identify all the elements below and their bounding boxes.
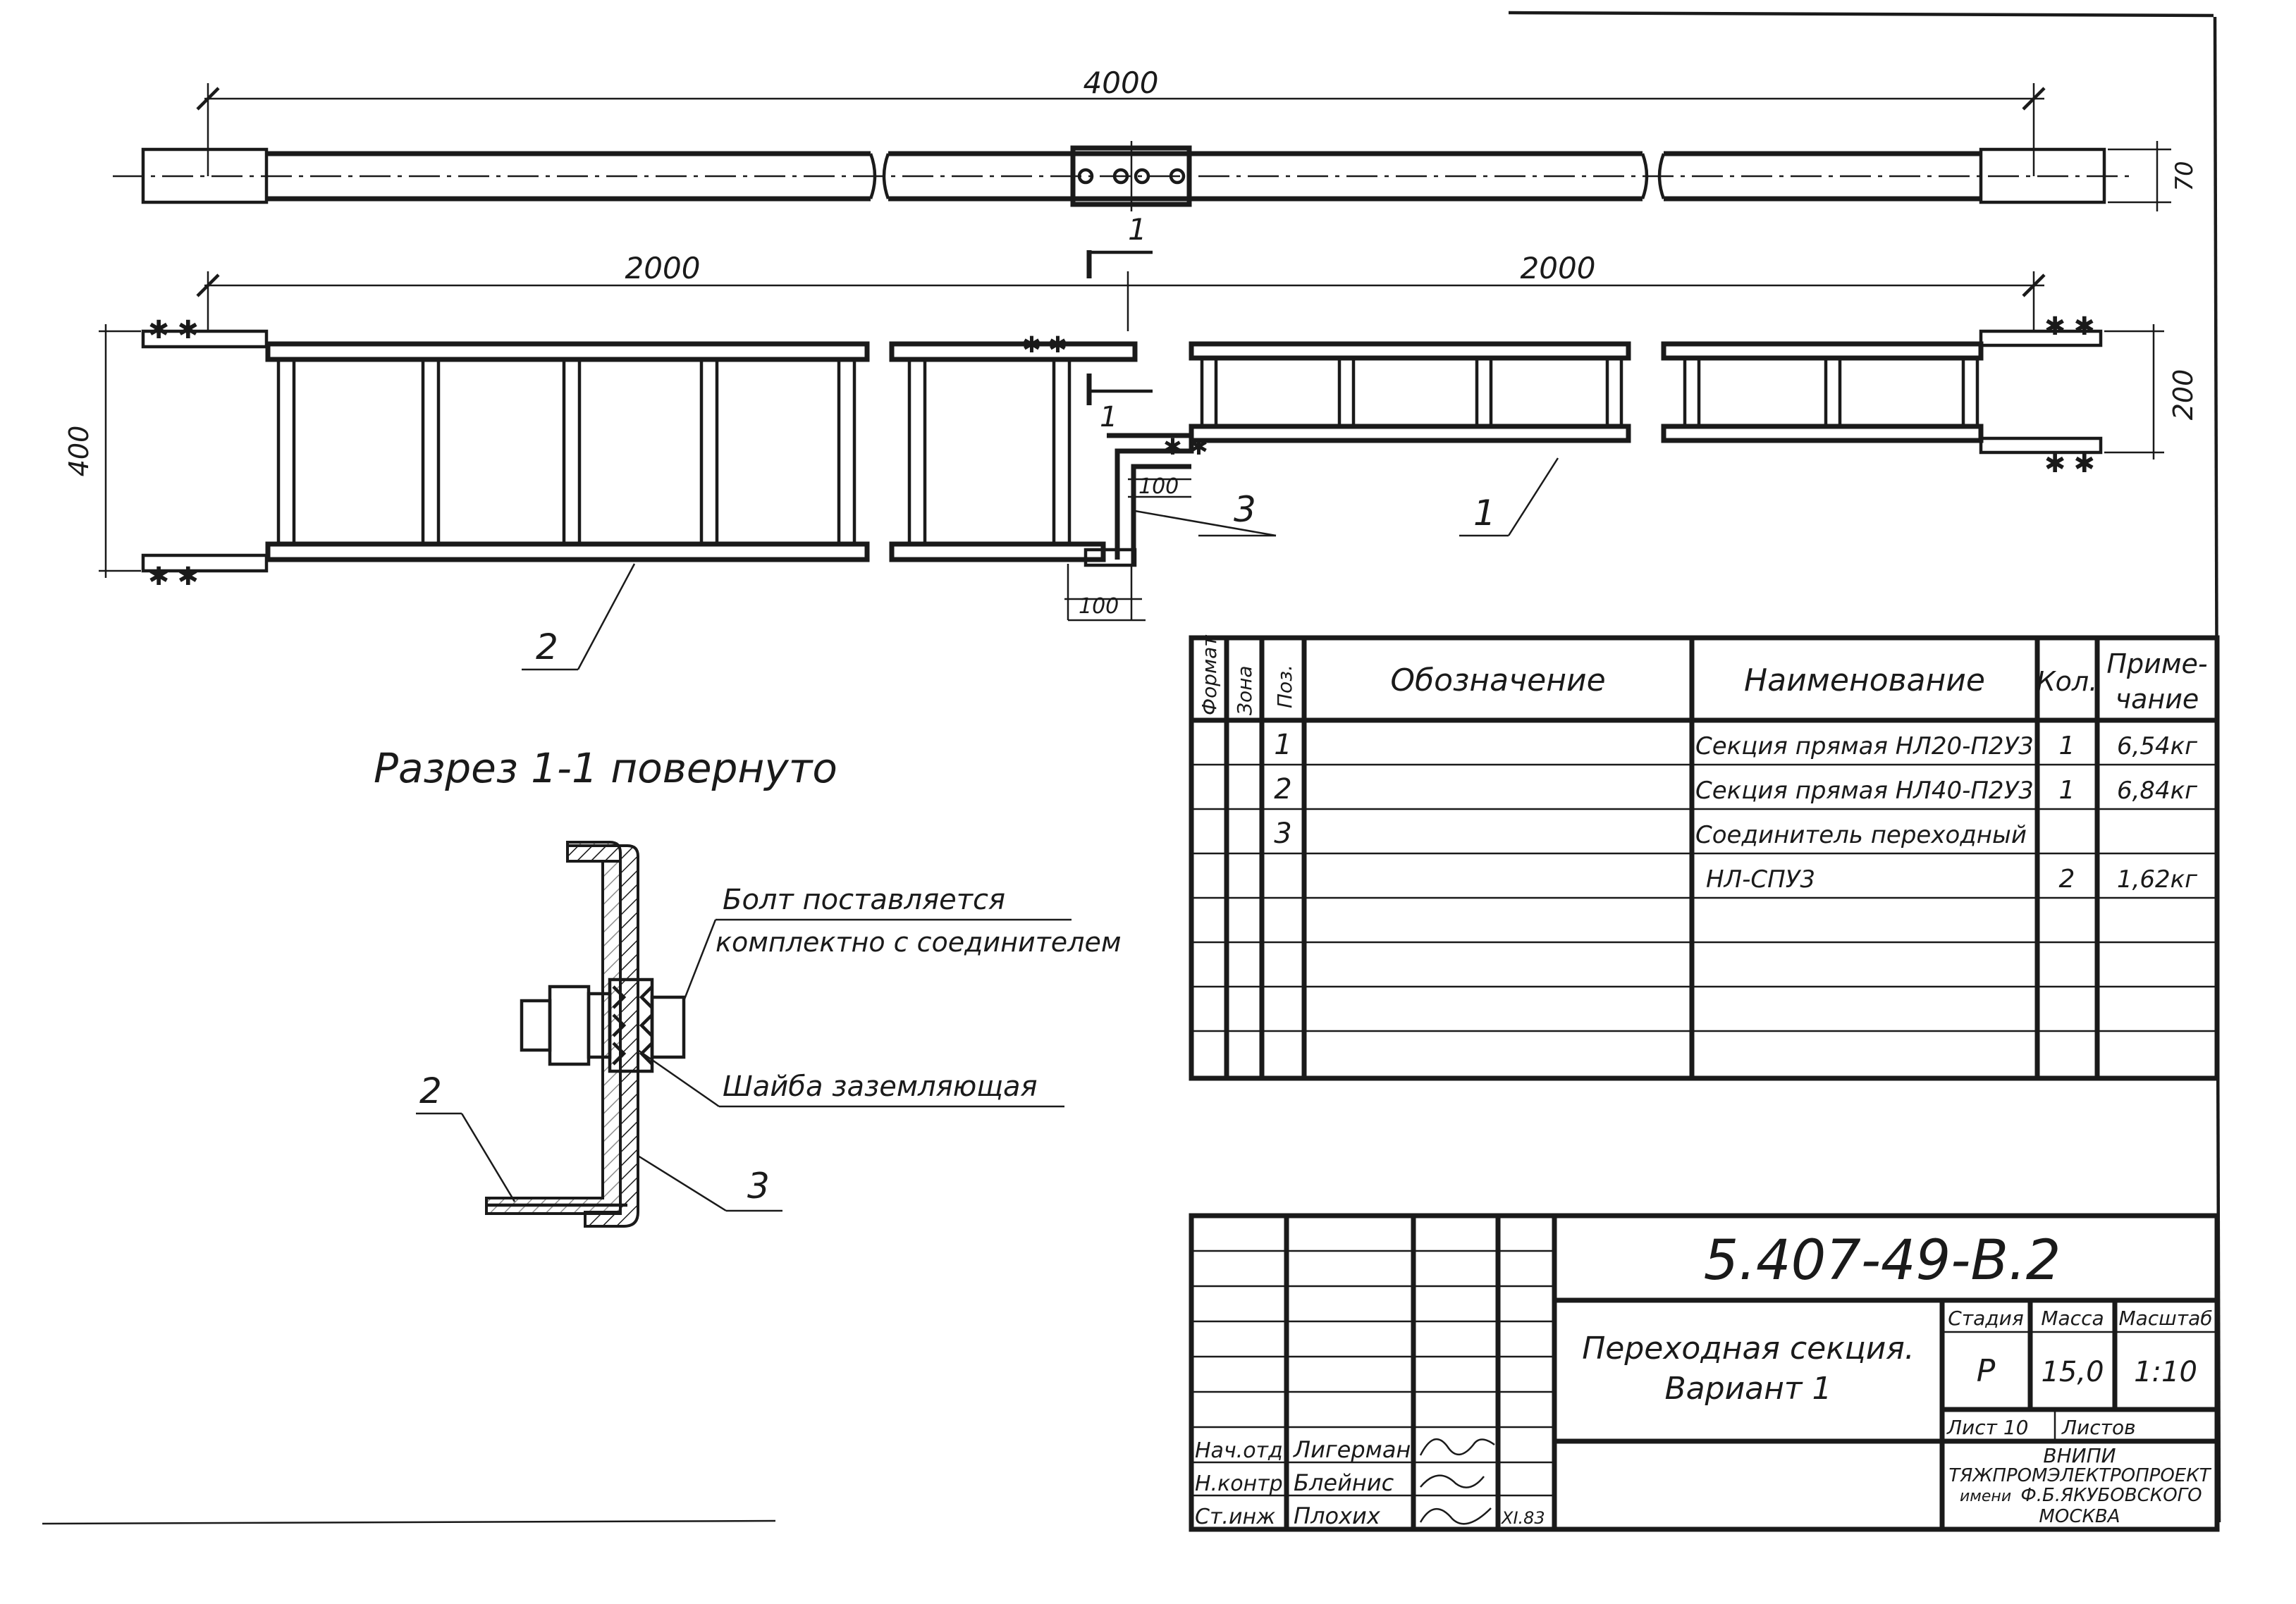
dim-width-wide: 400 xyxy=(63,426,94,477)
svg-text:Ст.инж: Ст.инж xyxy=(1195,1505,1275,1529)
table-row: 2 Секция прямая НЛ40-П2У3 1 6,84кг xyxy=(1274,773,2198,806)
table-row: 1 Секция прямая НЛ20-П2У3 1 6,54кг xyxy=(1274,729,2198,761)
title-block: Нач.отд. Лигерман Н.контр. Блейнис Ст.ин… xyxy=(1189,1213,2220,1532)
hdr-name: Наименование xyxy=(1744,662,1985,698)
section-mark-top: 1 xyxy=(1128,212,1147,247)
svg-text:МОСКВА: МОСКВА xyxy=(2039,1506,2120,1527)
svg-text:НЛ-СПУ3: НЛ-СПУ3 xyxy=(1706,865,1815,894)
svg-text:2: 2 xyxy=(2059,865,2075,894)
svg-text:Блейнис: Блейнис xyxy=(1294,1469,1394,1496)
callout-pos3: 3 xyxy=(1234,489,1256,530)
svg-text:1: 1 xyxy=(1274,729,1291,761)
svg-text:Ф.Б.ЯКУБОВСКОГО: Ф.Б.ЯКУБОВСКОГО xyxy=(2020,1485,2202,1506)
svg-text:✱ ✱: ✱ ✱ xyxy=(148,316,199,345)
hdr-format: Формат xyxy=(1198,635,1221,715)
svg-text:Секция прямая НЛ20-П2У3: Секция прямая НЛ20-П2У3 xyxy=(1695,732,2034,760)
svg-text:Плохих: Плохих xyxy=(1294,1503,1381,1529)
spec-table: Формат Зона Поз. Обозначение Наименовани… xyxy=(1189,635,2220,1081)
callout-pos2: 2 xyxy=(536,627,558,667)
doc-number: 5.407-49-В.2 xyxy=(1704,1229,2061,1293)
section-callout-pos3: 3 xyxy=(747,1166,770,1207)
dim-overall-length: 4000 xyxy=(1083,66,1159,100)
washer-note: Шайба заземляющая xyxy=(723,1071,1038,1103)
svg-text:6,84кг: 6,84кг xyxy=(2117,777,2198,805)
svg-text:✱ ✱: ✱ ✱ xyxy=(2044,450,2095,479)
svg-text:1:10: 1:10 xyxy=(2134,1356,2197,1388)
svg-text:✱ ✱: ✱ ✱ xyxy=(1163,433,1208,460)
svg-text:Масса: Масса xyxy=(2041,1307,2104,1330)
svg-text:Лист 10: Лист 10 xyxy=(1946,1416,2029,1439)
drawing-title-1: Переходная секция. xyxy=(1582,1331,1915,1367)
hdr-note-1: Приме- xyxy=(2106,648,2207,679)
svg-text:XI.83: XI.83 xyxy=(1500,1508,1545,1528)
bolt-note-line1: Болт поставляется xyxy=(723,884,1005,916)
svg-text:1: 1 xyxy=(2059,776,2075,805)
section-view: Разрез 1-1 повернуто Болт поставляется к… xyxy=(374,744,1122,1228)
svg-text:Стадия: Стадия xyxy=(1948,1307,2023,1330)
hdr-qty: Кол. xyxy=(2037,666,2098,697)
svg-text:имени: имени xyxy=(1960,1488,2011,1505)
svg-text:Нач.отд.: Нач.отд. xyxy=(1195,1438,1289,1463)
svg-text:✱ ✱: ✱ ✱ xyxy=(148,562,199,591)
svg-text:15,0: 15,0 xyxy=(2041,1356,2104,1388)
svg-text:3: 3 xyxy=(1274,818,1291,850)
svg-text:✱ ✱: ✱ ✱ xyxy=(1022,331,1067,358)
svg-text:Масштаб: Масштаб xyxy=(2118,1307,2212,1330)
svg-text:Секция прямая НЛ40-П2У3: Секция прямая НЛ40-П2У3 xyxy=(1695,777,2034,805)
drawing-title-2: Вариант 1 xyxy=(1664,1371,1831,1407)
svg-text:1,62кг: 1,62кг xyxy=(2117,865,2198,894)
hdr-designation: Обозначение xyxy=(1390,662,1605,698)
svg-text:Р: Р xyxy=(1977,1353,1996,1389)
dim-offset-a: 100 xyxy=(1138,474,1179,499)
section-title: Разрез 1-1 повернуто xyxy=(374,744,837,792)
svg-text:2: 2 xyxy=(1274,773,1291,806)
svg-text:Листов: Листов xyxy=(2061,1416,2136,1439)
svg-text:ВНИПИ: ВНИПИ xyxy=(2043,1444,2116,1467)
svg-text:ТЯЖПРОМЭЛЕКТРОПРОЕКТ: ТЯЖПРОМЭЛЕКТРОПРОЕКТ xyxy=(1948,1465,2211,1486)
hdr-zone: Зона xyxy=(1233,665,1256,715)
dim-half-right: 2000 xyxy=(1521,251,1596,285)
bolt-note-line2: комплектно с соединителем xyxy=(716,927,1122,958)
svg-text:Лигерман: Лигерман xyxy=(1293,1436,1411,1463)
dim-half-left: 2000 xyxy=(625,251,701,285)
table-row: НЛ-СПУ3 2 1,62кг xyxy=(1706,865,2198,894)
dim-width-narrow: 200 xyxy=(2168,369,2199,421)
callout-pos1: 1 xyxy=(1473,493,1496,533)
top-view-tray: 4000 70 1 xyxy=(113,66,2199,278)
svg-text:✱ ✱: ✱ ✱ xyxy=(2044,312,2095,341)
dim-offset-b: 100 xyxy=(1079,594,1119,619)
hdr-note-2: чание xyxy=(2116,684,2199,715)
svg-text:1: 1 xyxy=(2059,732,2075,760)
svg-text:6,54кг: 6,54кг xyxy=(2117,732,2198,760)
table-row: 3 Соединитель переходный xyxy=(1274,818,2027,850)
hdr-pos: Поз. xyxy=(1273,665,1296,708)
section-mark-bottom: 1 xyxy=(1100,401,1117,433)
plan-view-ladder: 2000 2000 xyxy=(63,251,2199,671)
section-callout-pos2: 2 xyxy=(419,1071,442,1111)
svg-text:Соединитель переходный: Соединитель переходный xyxy=(1695,821,2027,849)
svg-text:Н.контр.: Н.контр. xyxy=(1195,1472,1289,1496)
dim-tray-height: 70 xyxy=(2171,161,2199,191)
